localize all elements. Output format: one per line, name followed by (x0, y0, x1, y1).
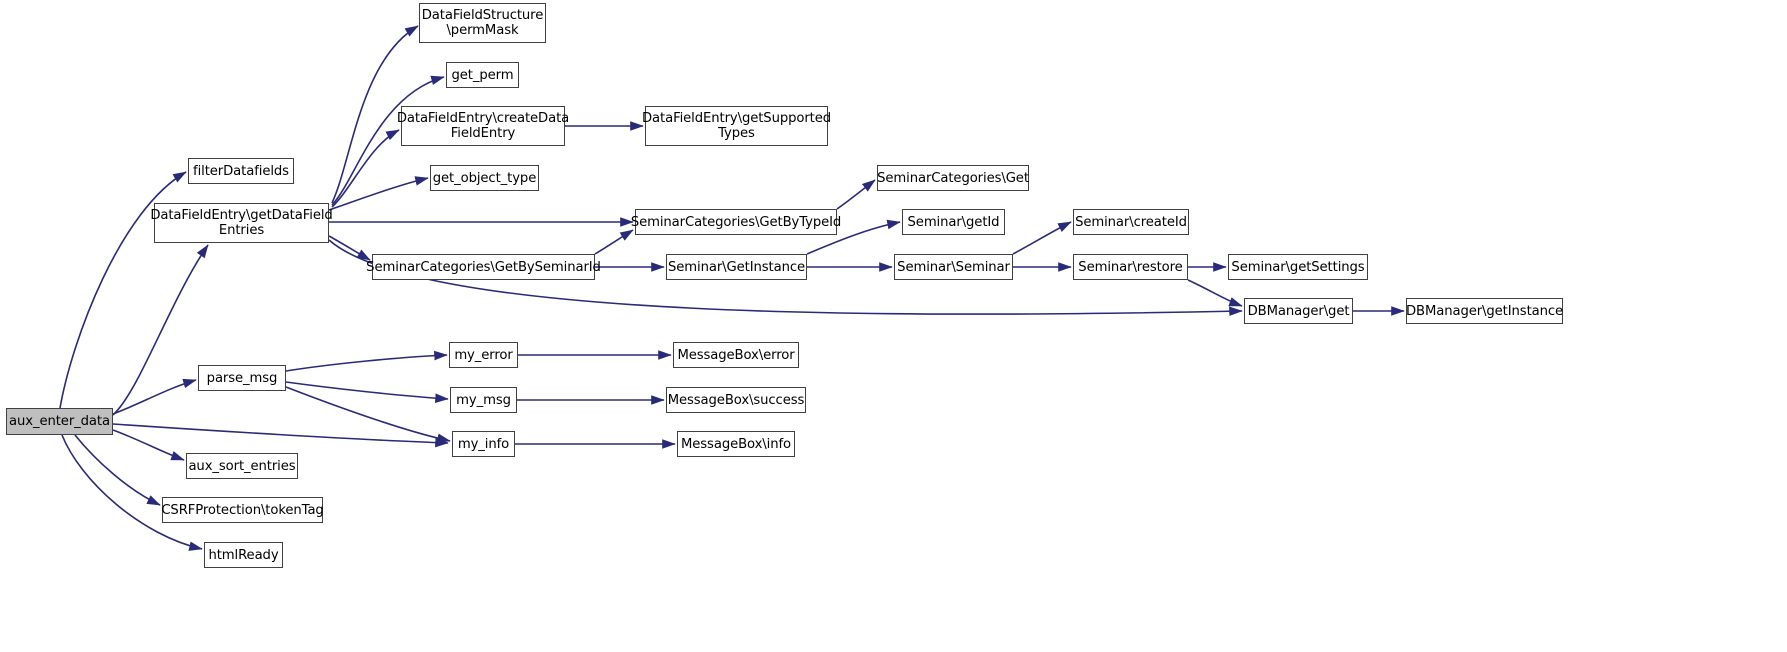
edge-aux_enter_data-to-tokenTag (74, 434, 161, 506)
graph-node-GetBySeminarId[interactable]: SeminarCategories\GetBySeminarId (366, 254, 601, 280)
graph-node-getSettings[interactable]: Seminar\getSettings (1228, 254, 1368, 280)
graph-node-filterDatafields[interactable]: filterDatafields (188, 158, 294, 184)
graph-node-getSupportedTypes[interactable]: DataFieldEntry\getSupported Types (642, 106, 831, 146)
edge-aux_enter_data-to-aux_sort_entries (112, 429, 185, 461)
edge-aux_enter_data-to-my_info (112, 423, 449, 448)
graph-node-createId[interactable]: Seminar\createId (1073, 209, 1189, 235)
graph-node-my_error[interactable]: my_error (449, 342, 518, 368)
graph-node-SeminargetId[interactable]: Seminar\getId (902, 209, 1005, 235)
edge-parse_msg-to-my_msg (285, 381, 449, 403)
edge-getDataFieldEntries-to-get_object_type (328, 176, 429, 211)
graph-node-GetByTypeId[interactable]: SeminarCategories\GetByTypeId (631, 209, 841, 235)
graph-node-parse_msg[interactable]: parse_msg (198, 365, 286, 391)
graph-node-my_info[interactable]: my_info (452, 431, 515, 457)
edge-aux_enter_data-to-getDataFieldEntries (112, 244, 209, 416)
graph-node-my_msg[interactable]: my_msg (450, 387, 517, 413)
edge-restore-to-DBManagerget (1187, 279, 1243, 307)
edge-aux_enter_data-to-parse_msg (112, 378, 197, 415)
graph-node-tokenTag[interactable]: CSRFProtection\tokenTag (161, 497, 324, 523)
edge-GetBySeminarId-to-GetByTypeId (594, 229, 634, 255)
edge-getDataFieldEntries-to-GetBySeminarId (328, 235, 371, 261)
graph-node-restore[interactable]: Seminar\restore (1073, 254, 1188, 280)
graph-node-GetInstance[interactable]: Seminar\GetInstance (666, 254, 807, 280)
graph-node-MessageBoxsuccess[interactable]: MessageBox\success (666, 387, 806, 413)
graph-node-MessageBoxerror[interactable]: MessageBox\error (673, 342, 799, 368)
graph-node-SeminarCategoriesGet[interactable]: SeminarCategories\Get (877, 165, 1029, 191)
edge-GetByTypeId-to-SeminarCategoriesGet (836, 179, 876, 210)
edge-parse_msg-to-my_info (285, 386, 451, 443)
graph-node-permMask[interactable]: DataFieldStructure \permMask (419, 3, 546, 43)
graph-node-DBManagergetInstance[interactable]: DBManager\getInstance (1406, 298, 1563, 324)
graph-node-SeminarSeminar[interactable]: Seminar\Seminar (894, 254, 1013, 280)
graph-node-htmlReady[interactable]: htmlReady (204, 542, 283, 568)
edge-aux_enter_data-to-htmlReady (61, 434, 203, 551)
graph-node-createDataFieldEntry[interactable]: DataFieldEntry\createData FieldEntry (397, 106, 569, 146)
edge-parse_msg-to-my_error (285, 350, 448, 372)
graph-node-aux_enter_data[interactable]: aux_enter_data (6, 408, 113, 435)
graph-node-MessageBoxinfo[interactable]: MessageBox\info (677, 431, 795, 457)
graph-node-getDataFieldEntries[interactable]: DataFieldEntry\getDataField Entries (150, 203, 333, 243)
graph-node-aux_sort_entries[interactable]: aux_sort_entries (186, 453, 298, 479)
edge-SeminarSeminar-to-createId (1012, 221, 1072, 255)
graph-node-get_object_type[interactable]: get_object_type (430, 165, 539, 191)
graph-node-get_perm[interactable]: get_perm (446, 62, 519, 88)
graph-node-DBManagerget[interactable]: DBManager\get (1244, 298, 1353, 324)
edge-getDataFieldEntries-to-createDataFieldEntry (331, 129, 400, 208)
